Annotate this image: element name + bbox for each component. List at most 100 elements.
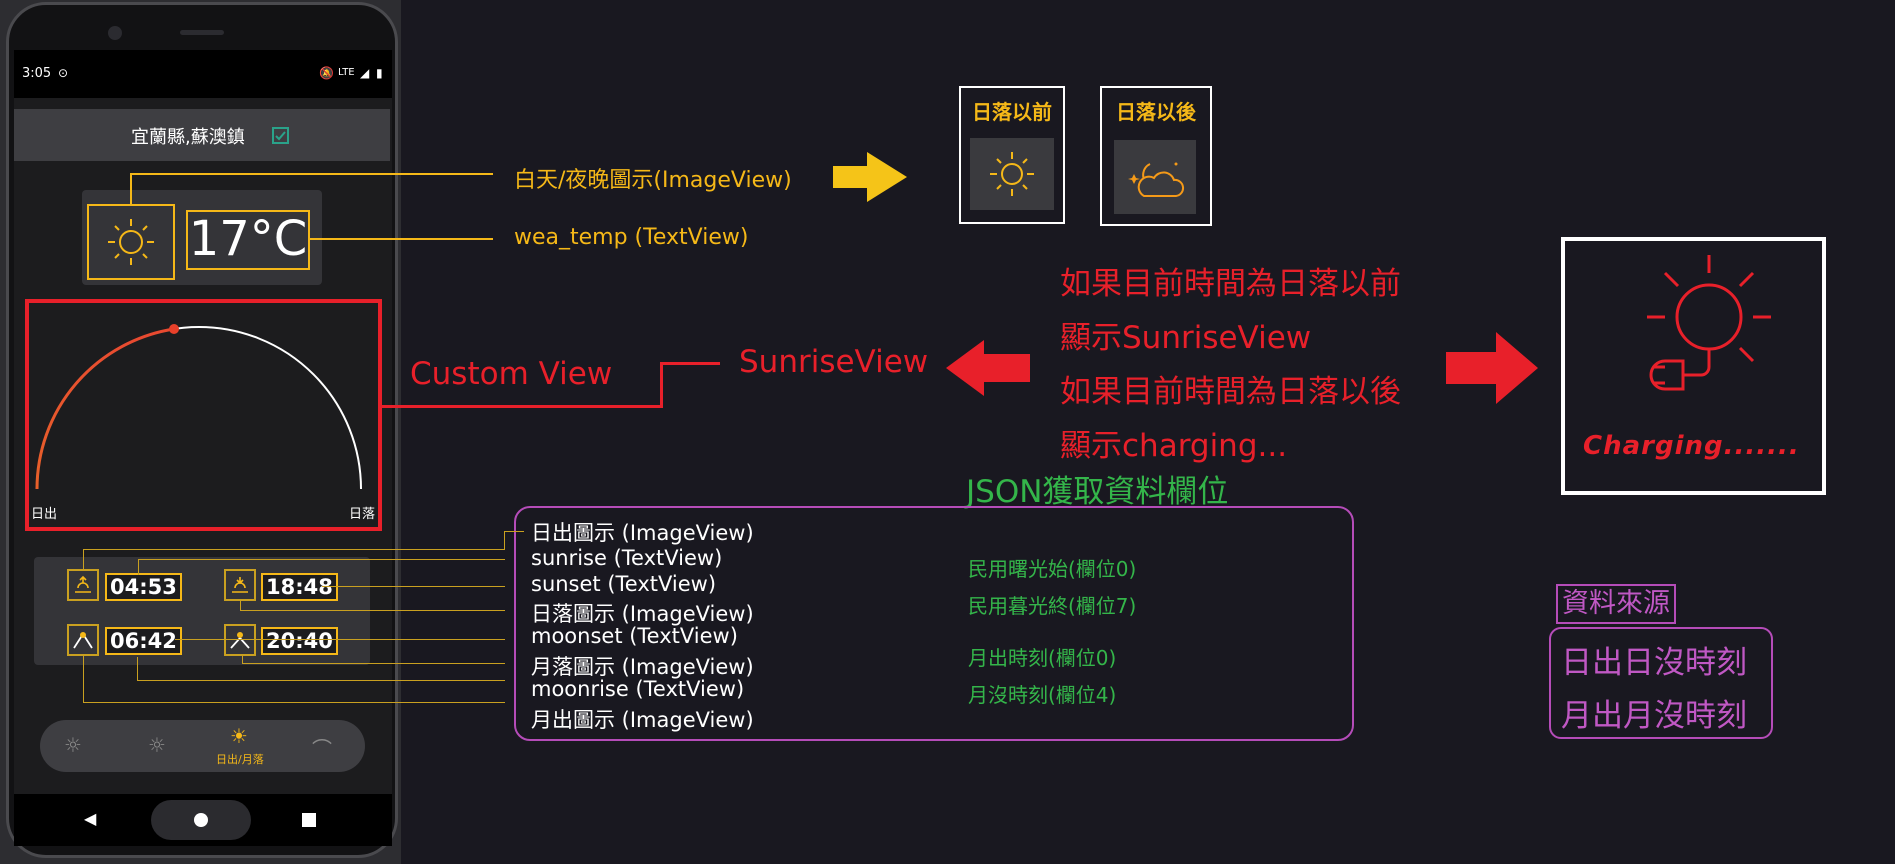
moonrise-icon bbox=[230, 632, 250, 649]
day-night-image bbox=[87, 204, 175, 280]
custom-view-label: Custom View bbox=[410, 356, 613, 392]
connector bbox=[382, 405, 663, 408]
tab-sunmoon-icon[interactable]: ☀ bbox=[230, 724, 248, 748]
moonset-image bbox=[67, 624, 99, 656]
battery-icon: ▮ bbox=[376, 66, 383, 80]
connector bbox=[138, 559, 139, 575]
connector bbox=[504, 531, 505, 550]
sunrise-view-label: SunriseView bbox=[739, 344, 929, 380]
arrow-right-red bbox=[1446, 332, 1538, 404]
speaker-slot bbox=[180, 30, 224, 35]
network-label: LTE bbox=[338, 67, 355, 78]
sunset-icon bbox=[232, 577, 248, 593]
connector bbox=[310, 238, 493, 240]
sunrise-icon bbox=[75, 575, 91, 593]
json-field: 民用暮光終(欄位7) bbox=[968, 594, 1137, 618]
field-row: 日出圖示 (ImageView) bbox=[531, 521, 754, 545]
sunset-time: 18:48 bbox=[261, 573, 338, 601]
sunrise-view-box: 日出 日落 bbox=[25, 299, 382, 531]
navigation-bar: ◀ bbox=[14, 794, 392, 846]
temperature-text: 17°C bbox=[186, 210, 310, 270]
data-source-item: 月出月沒時刻 bbox=[1561, 698, 1747, 734]
data-source-title: 資料來源 bbox=[1556, 584, 1676, 624]
charging-label: Charging....... bbox=[1583, 431, 1800, 461]
field-row: 月落圖示 (ImageView) bbox=[531, 655, 754, 679]
connector bbox=[660, 362, 720, 365]
status-bar: 3:05 ⊙ 🔕 LTE ◢ ▮ bbox=[14, 50, 392, 98]
after-sunset-label: 日落以後 bbox=[1116, 100, 1196, 124]
connector bbox=[137, 657, 138, 680]
field-row: sunset (TextView) bbox=[531, 572, 717, 596]
tab-forecast-icon[interactable]: ☼ bbox=[148, 733, 166, 757]
recents-button[interactable] bbox=[302, 813, 316, 827]
charging-box: Charging....... bbox=[1561, 237, 1826, 495]
moonrise-time: 20:40 bbox=[261, 627, 338, 655]
tab-weather-icon[interactable]: ☼ bbox=[64, 733, 82, 757]
moonset-time: 06:42 bbox=[105, 627, 182, 655]
location-label: 宜蘭縣,蘇澳鎮 bbox=[131, 127, 245, 148]
sunrise-image bbox=[67, 569, 99, 601]
field-row: 月出圖示 (ImageView) bbox=[531, 708, 754, 732]
sync-icon: ⊙ bbox=[58, 66, 69, 80]
home-pill[interactable] bbox=[151, 800, 251, 840]
connector bbox=[240, 600, 241, 610]
check-icon[interactable] bbox=[272, 127, 289, 144]
mute-icon: 🔕 bbox=[319, 66, 334, 80]
phone-screen bbox=[14, 50, 392, 826]
connector bbox=[83, 549, 505, 550]
connector bbox=[83, 656, 84, 702]
data-source-box: 日出日沒時刻 月出月沒時刻 bbox=[1549, 627, 1773, 739]
tab-sunmoon-label[interactable]: 日出/月落 bbox=[216, 753, 264, 766]
condition-line: 如果目前時間為日落以前 bbox=[1060, 266, 1401, 302]
json-field: 民用曙光始(欄位0) bbox=[968, 557, 1137, 581]
camera-dot bbox=[108, 26, 122, 40]
connector bbox=[138, 559, 505, 560]
location-bar[interactable]: 宜蘭縣,蘇澳鎮 bbox=[14, 109, 390, 161]
sunrise-time: 04:53 bbox=[105, 573, 182, 601]
arrow-right-yellow bbox=[833, 152, 907, 202]
status-time: 3:05 bbox=[22, 66, 52, 81]
field-row: sunrise (TextView) bbox=[531, 546, 723, 570]
tab-moon-icon[interactable]: ⌒ bbox=[312, 737, 332, 761]
sunset-image bbox=[224, 569, 256, 601]
connector bbox=[660, 362, 663, 408]
sun-icon bbox=[108, 219, 154, 265]
condition-line: 顯示charging... bbox=[1060, 428, 1288, 464]
charging-sun-icon bbox=[1647, 255, 1771, 391]
connector bbox=[130, 173, 132, 205]
back-button[interactable]: ◀ bbox=[84, 809, 97, 828]
sun-image bbox=[970, 138, 1054, 210]
connector bbox=[242, 663, 505, 664]
json-field: 月出時刻(欄位0) bbox=[968, 646, 1117, 670]
connector bbox=[322, 586, 505, 587]
json-title: JSON獲取資料欄位 bbox=[966, 474, 1229, 510]
home-button[interactable] bbox=[194, 813, 208, 827]
day-night-annotation: 白天/夜晚圖示(ImageView) bbox=[514, 168, 792, 193]
after-sunset-box: 日落以後 bbox=[1100, 86, 1212, 226]
json-field: 月沒時刻(欄位4) bbox=[968, 683, 1117, 707]
arc-end-label: 日落 bbox=[349, 507, 376, 522]
condition-line: 顯示SunriseView bbox=[1060, 320, 1312, 356]
connector bbox=[504, 531, 524, 532]
sun-position-dot bbox=[169, 324, 179, 334]
sun-arc bbox=[35, 324, 362, 490]
connector bbox=[240, 610, 505, 611]
signal-icon: ◢ bbox=[360, 66, 370, 80]
before-sunset-box: 日落以前 bbox=[959, 86, 1065, 224]
cloud-moon-icon bbox=[1128, 162, 1185, 197]
sun-icon bbox=[990, 152, 1034, 196]
data-source-item: 日出日沒時刻 bbox=[1561, 645, 1747, 681]
moonset-icon bbox=[73, 632, 93, 649]
connector bbox=[83, 549, 84, 570]
connector bbox=[242, 655, 243, 663]
connector bbox=[175, 639, 505, 640]
cloud-moon-image bbox=[1114, 140, 1196, 214]
bottom-tab-bar: ☼ ☼ ☀ 日出/月落 ⌒ bbox=[40, 720, 365, 772]
field-row: 日落圖示 (ImageView) bbox=[531, 602, 754, 626]
arrow-left-red bbox=[946, 340, 1030, 396]
before-sunset-label: 日落以前 bbox=[972, 100, 1052, 124]
field-list-box bbox=[514, 506, 1354, 741]
wea-temp-annotation: wea_temp (TextView) bbox=[514, 225, 749, 250]
connector bbox=[130, 173, 493, 175]
field-row: moonrise (TextView) bbox=[531, 677, 745, 701]
